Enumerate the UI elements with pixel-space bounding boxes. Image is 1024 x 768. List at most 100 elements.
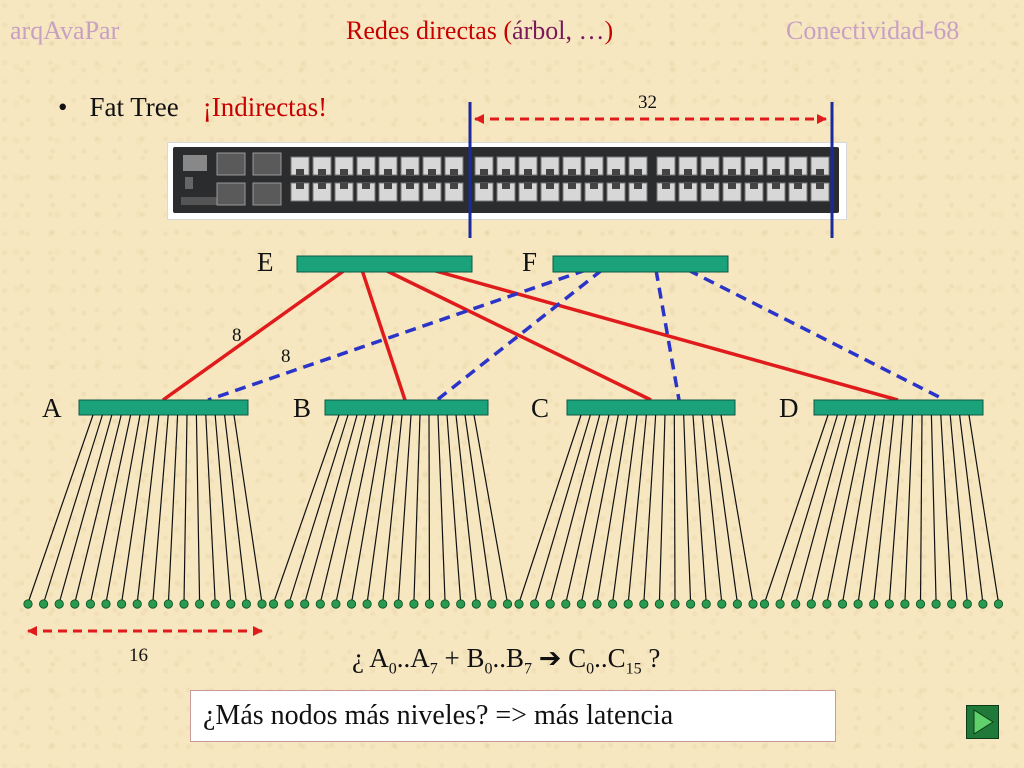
header-title-c: ) [604, 16, 614, 45]
host-node [424, 599, 435, 609]
host-link [437, 414, 446, 604]
rj45-port-latch [728, 169, 736, 175]
host-node [947, 599, 957, 609]
rj45-port-latch [480, 183, 488, 189]
rj45-port-latch [612, 183, 620, 189]
host-link [304, 414, 358, 604]
switch-label-e: E [257, 247, 274, 277]
bullet-text: Fat Tree [89, 92, 179, 122]
play-next-icon[interactable] [966, 705, 999, 739]
host-link [89, 414, 132, 604]
header-slide-number: Conectividad-68 [786, 16, 960, 45]
host-node [670, 599, 680, 609]
host-node [132, 599, 142, 609]
leaf-switch [78, 399, 249, 416]
rj45-port-latch [340, 169, 348, 175]
host-node [822, 599, 832, 609]
top-switch [552, 255, 729, 273]
host-link [612, 414, 638, 604]
host-node [561, 599, 571, 609]
host-link [214, 414, 232, 604]
formula-sub: 0 [388, 660, 397, 678]
host-link [350, 414, 385, 604]
host-node [210, 599, 220, 609]
host-node [869, 599, 879, 609]
host-link [658, 414, 666, 604]
host-node [257, 599, 267, 609]
host-link [464, 414, 493, 604]
host-link [397, 414, 412, 604]
host-link [152, 414, 169, 604]
rj45-port-latch [406, 169, 414, 175]
leaf-switch [566, 399, 736, 416]
rj45-port-latch [362, 169, 370, 175]
switch-label-b: B [293, 393, 312, 423]
host-node [179, 599, 189, 609]
network-switch-photo [173, 147, 839, 213]
rj45-port-latch [318, 169, 326, 175]
rj45-port-latch [450, 169, 458, 175]
host-node [806, 599, 816, 609]
formula-sub: 7 [524, 660, 533, 678]
host-link [673, 414, 676, 604]
host-node [101, 599, 111, 609]
host-link [919, 414, 923, 604]
bullet-accent: ¡Indirectas! [202, 92, 328, 122]
formula-part: C [568, 643, 587, 673]
host-link [580, 414, 619, 604]
host-node [900, 599, 910, 609]
rj45-port-latch [450, 183, 458, 189]
solid-link [161, 268, 347, 402]
switch-usb-port [185, 177, 193, 189]
formula-part: ..A [396, 643, 430, 673]
host-node [163, 599, 173, 609]
rj45-port-latch [794, 183, 802, 189]
host-link [549, 414, 601, 604]
leaf-switch [813, 399, 984, 416]
host-link [195, 414, 201, 604]
formula-sub: 0 [586, 660, 595, 678]
rj45-port-latch [524, 183, 532, 189]
top-switch [296, 255, 473, 273]
host-link [366, 414, 394, 604]
host-link [720, 414, 754, 604]
host-link [930, 414, 937, 604]
host-node [732, 599, 743, 609]
rj45-port-latch [428, 169, 436, 175]
dashed-link [654, 269, 681, 401]
host-node [685, 599, 696, 609]
host-node [54, 599, 64, 609]
host-node [759, 599, 770, 609]
rj45-port-latch [502, 183, 510, 189]
rj45-port-latch [706, 183, 714, 189]
rj45-port-latch [384, 183, 392, 189]
host-node [241, 599, 251, 609]
formula-part: ? [641, 643, 661, 673]
host-node [607, 599, 618, 609]
host-node [717, 599, 727, 609]
sfp-port [252, 182, 282, 206]
routing-question: ¿ A0..A7 + B0..B7 ➔ C0..C15 ? [352, 643, 660, 678]
switch-label-c: C [531, 393, 550, 423]
rj45-port-latch [728, 183, 736, 189]
host-node [915, 599, 926, 609]
host-node [148, 599, 158, 609]
host-node [978, 599, 988, 609]
rj45-port-latch [750, 183, 758, 189]
host-node [502, 599, 513, 609]
host-node [315, 599, 325, 609]
rj45-port-latch [362, 183, 370, 189]
host-link [779, 414, 838, 604]
host-link [272, 414, 340, 604]
host-node [654, 599, 665, 609]
rj45-port-latch [612, 169, 620, 175]
host-link [74, 414, 122, 604]
formula-part: ..C [594, 643, 626, 673]
formula-part: ..B [492, 643, 525, 673]
host-link [826, 414, 867, 604]
host-link [701, 414, 723, 604]
host-node [23, 599, 33, 609]
rj45-port-latch [772, 169, 780, 175]
host-link [968, 414, 1000, 604]
